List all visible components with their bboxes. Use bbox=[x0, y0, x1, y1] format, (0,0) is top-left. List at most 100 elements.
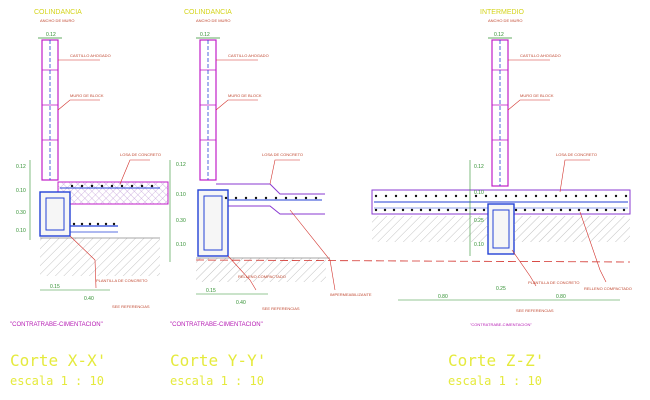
section-y-note-ref: SEE REFERENCIAS bbox=[262, 306, 300, 311]
section-z-top-sub: ANCHO DE MURO bbox=[488, 18, 522, 23]
section-x-note-ref: SEE REFERENCIAS bbox=[112, 304, 150, 309]
rebar-dot bbox=[534, 194, 538, 198]
rebar-dot bbox=[383, 208, 387, 212]
rebar-dot bbox=[294, 196, 298, 200]
rebar-dot bbox=[574, 194, 578, 198]
rebar-dot bbox=[424, 194, 428, 198]
rebar-dot bbox=[284, 196, 288, 200]
section-y-tag: "CONTRATRABE-CIMENTACION" bbox=[170, 322, 263, 328]
rebar-dot bbox=[473, 208, 477, 212]
section-x-title: Corte X-X' bbox=[10, 351, 106, 370]
rebar-dot bbox=[586, 208, 590, 212]
rebar-dot bbox=[524, 194, 528, 198]
rebar-dot bbox=[394, 194, 398, 198]
section-x-top-sub: ANCHO DE MURO bbox=[40, 18, 74, 23]
rebar-dot bbox=[314, 196, 318, 200]
rebar-dot bbox=[564, 194, 568, 198]
rebar-dot bbox=[554, 194, 558, 198]
section-y-title: Corte Y-Y' bbox=[170, 351, 266, 370]
section-x-beam bbox=[39, 191, 71, 237]
rebar-dot bbox=[120, 184, 124, 188]
rebar-dot bbox=[550, 208, 554, 212]
rebar-dot bbox=[374, 194, 378, 198]
section-y-note-impermeabilizante: IMPERMEABILIZANTE bbox=[330, 292, 372, 297]
rebar-dot bbox=[414, 194, 418, 198]
section-z-note-plantilla: PLANTILLA DE CONCRETO bbox=[528, 280, 580, 285]
section-z: INTERMEDIO ANCHO DE MURO 0.12 0.12 0.10 … bbox=[371, 9, 632, 388]
rebar-dot bbox=[532, 208, 536, 212]
rebar-dot bbox=[112, 222, 116, 226]
section-z-beam bbox=[487, 203, 515, 255]
section-z-dim-b3: 0.80 bbox=[556, 294, 566, 300]
section-y-top-dim: 0.12 bbox=[200, 32, 210, 38]
rebar-dot bbox=[464, 208, 468, 212]
section-x-top-dim: 0.12 bbox=[46, 32, 56, 38]
section-z-dim-1: 0.12 bbox=[474, 164, 484, 170]
rebar-dot bbox=[446, 208, 450, 212]
rebar-dot bbox=[544, 194, 548, 198]
section-x: COLINDANCIA ANCHO DE MURO 0.12 0.12 bbox=[10, 9, 169, 388]
rebar-dot bbox=[104, 222, 108, 226]
rebar-dot bbox=[434, 194, 438, 198]
section-y-dim-4: 0.10 bbox=[176, 242, 186, 248]
rebar-dot bbox=[410, 208, 414, 212]
section-y-top-sub: ANCHO DE MURO bbox=[196, 18, 230, 23]
rebar-dot bbox=[595, 208, 599, 212]
rebar-dot bbox=[304, 196, 308, 200]
rebar-dot bbox=[264, 196, 268, 200]
rebar-dot bbox=[504, 194, 508, 198]
rebar-dot bbox=[88, 222, 92, 226]
rebar-dot bbox=[130, 184, 134, 188]
section-y-dim-b1: 0.15 bbox=[206, 288, 216, 294]
rebar-dot bbox=[254, 196, 258, 200]
section-z-dim-b1: 0.80 bbox=[438, 294, 448, 300]
section-y-note-relleno: RELLENO COMPACTADO bbox=[238, 274, 286, 279]
section-z-dim-2: 0.10 bbox=[474, 190, 484, 196]
rebar-dot bbox=[455, 208, 459, 212]
rebar-dot bbox=[484, 194, 488, 198]
section-x-scale: escala 1 : 10 bbox=[10, 374, 104, 388]
section-z-title: Corte Z-Z' bbox=[448, 351, 544, 370]
rebar-dot bbox=[384, 194, 388, 198]
section-z-note-losa: LOSA DE CONCRETO bbox=[556, 152, 597, 157]
section-y-top-label: COLINDANCIA bbox=[184, 9, 232, 16]
rebar-dot bbox=[244, 196, 248, 200]
rebar-dot bbox=[80, 222, 84, 226]
rebar-dot bbox=[594, 194, 598, 198]
section-x-note-plantilla: PLANTILLA DE CONCRETO bbox=[96, 278, 148, 283]
rebar-dot bbox=[80, 184, 84, 188]
rebar-dot bbox=[474, 194, 478, 198]
section-z-dim-3: 0.25 bbox=[474, 218, 484, 224]
rebar-dot bbox=[444, 194, 448, 198]
section-y-note-muro: MURO DE BLOCK bbox=[228, 93, 262, 98]
rebar-dot bbox=[224, 196, 228, 200]
section-y-dim-b2: 0.40 bbox=[236, 300, 246, 306]
section-z-note-muro: MURO DE BLOCK bbox=[520, 93, 554, 98]
section-y: COLINDANCIA ANCHO DE MURO 0.12 0.12 0.10… bbox=[169, 9, 631, 388]
section-z-scale: escala 1 : 10 bbox=[448, 374, 542, 388]
section-x-note-muro: MURO DE BLOCK bbox=[70, 93, 104, 98]
rebar-dot bbox=[482, 208, 486, 212]
section-z-dim-4: 0.10 bbox=[474, 242, 484, 248]
rebar-dot bbox=[454, 194, 458, 198]
rebar-dot bbox=[614, 194, 618, 198]
section-y-beam bbox=[197, 189, 229, 257]
rebar-dot bbox=[100, 184, 104, 188]
rebar-dot bbox=[584, 194, 588, 198]
rebar-dot bbox=[72, 222, 76, 226]
rebar-dot bbox=[70, 184, 74, 188]
rebar-dot bbox=[541, 208, 545, 212]
section-z-note-ref: SEE REFERENCIAS bbox=[516, 308, 554, 313]
section-x-top-label: COLINDANCIA bbox=[34, 9, 82, 16]
rebar-dot bbox=[622, 208, 626, 212]
rebar-dot bbox=[374, 208, 378, 212]
rebar-dot bbox=[464, 194, 468, 198]
section-z-note-castillo: CASTILLO AHOGADO bbox=[520, 53, 561, 58]
section-x-dim-1: 0.12 bbox=[16, 164, 26, 170]
section-y-scale: escala 1 : 10 bbox=[170, 374, 264, 388]
section-y-note-losa: LOSA DE CONCRETO bbox=[262, 152, 303, 157]
section-x-note-losa: LOSA DE CONCRETO bbox=[120, 152, 161, 157]
rebar-dot bbox=[624, 194, 628, 198]
rebar-dot bbox=[274, 196, 278, 200]
